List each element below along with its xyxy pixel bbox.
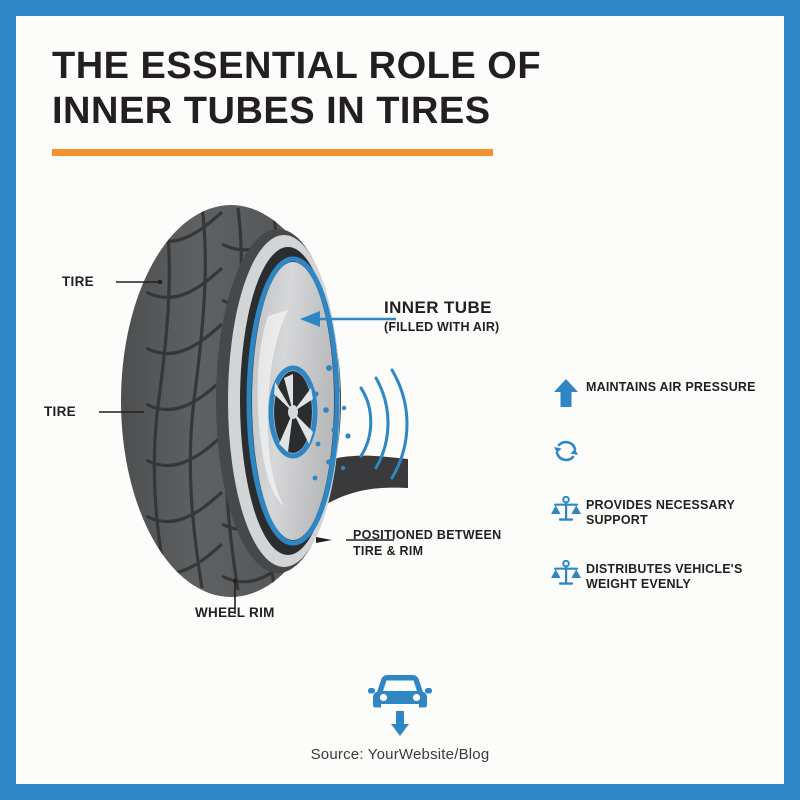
wheel-hub (268, 365, 318, 459)
wheel-rim (228, 235, 340, 567)
feature-label-2-line-2: SUPPORT (586, 513, 648, 528)
tire-tread-grooves (145, 205, 294, 591)
car-with-down-arrow-icon (368, 675, 432, 736)
title-underline-rule (52, 149, 493, 156)
callout-inner-tube: INNER TUBE (FILLED WITH AIR) (384, 297, 499, 336)
footer-source-text: Source: YourWebsite/Blog (310, 746, 490, 763)
feature-item-provides-necessary-support: PROVIDES NECESSARY SUPPORT (546, 496, 735, 529)
feature-label-3: DISTRIBUTES VEHICLE'S WEIGHT EVENLY (586, 560, 743, 593)
callout-tire-top-label: TIRE (62, 274, 94, 289)
feature-label-3-line-1: DISTRIBUTES VEHICLE'S (586, 562, 743, 576)
feature-label-2-line-1: PROVIDES NECESSARY (586, 498, 736, 512)
rim-disc-face (252, 262, 334, 540)
callout-tire-lower-label: TIRE (44, 404, 76, 419)
tire-body (121, 205, 341, 597)
feature-item-distributes-weight-evenly: DISTRIBUTES VEHICLE'S WEIGHT EVENLY (546, 560, 743, 593)
title-line-2: INNER TUBES IN TIRES (52, 89, 491, 132)
footer: Source: YourWebsite/Blog (16, 664, 784, 763)
feature-label-3-line-2: WEIGHT EVENLY (586, 577, 691, 592)
feature-item-refresh-cycle (546, 436, 586, 466)
air-particle-dots (312, 343, 351, 481)
feature-label-2: PROVIDES NECESSARY SUPPORT (586, 496, 735, 529)
balance-scale-icon (546, 496, 586, 524)
callout-positioned-between: POSITIONED BETWEEN TIRE & RIM (353, 527, 501, 560)
inner-tube-pointer-arrow (300, 311, 396, 327)
callout-wheel-rim: WHEEL RIM (195, 605, 275, 622)
content-panel: THE ESSENTIAL ROLE OF INNER TUBES IN TIR… (16, 16, 784, 784)
balance-scale-icon (546, 560, 586, 588)
feature-label-0: MAINTAINS AIR PRESSURE (586, 380, 756, 394)
callout-positioned-line-1: POSITIONED BETWEEN (353, 528, 502, 542)
callout-wheel-rim-label: WHEEL RIM (195, 605, 275, 620)
callout-inner-tube-label: INNER TUBE (384, 298, 492, 317)
arrow-up-icon (546, 378, 586, 408)
callout-leader-lines (99, 279, 394, 614)
callout-tire-top: TIRE (62, 274, 94, 291)
page-title: THE ESSENTIAL ROLE OF INNER TUBES IN TIR… (52, 44, 572, 134)
inner-tube-ring (246, 256, 340, 546)
title-line-1: THE ESSENTIAL ROLE OF (52, 45, 542, 87)
callout-tire-lower: TIRE (44, 404, 76, 421)
hub-spokes (274, 374, 313, 452)
pressure-wave-arcs (359, 368, 409, 480)
callout-inner-tube-sublabel: (FILLED WITH AIR) (384, 320, 500, 335)
refresh-cycle-icon (546, 436, 586, 466)
callout-positioned-line-2: TIRE & RIM (353, 544, 424, 559)
tire-shadow-sweep (176, 455, 408, 532)
feature-item-maintains-air-pressure: MAINTAINS AIR PRESSURE (546, 378, 756, 408)
